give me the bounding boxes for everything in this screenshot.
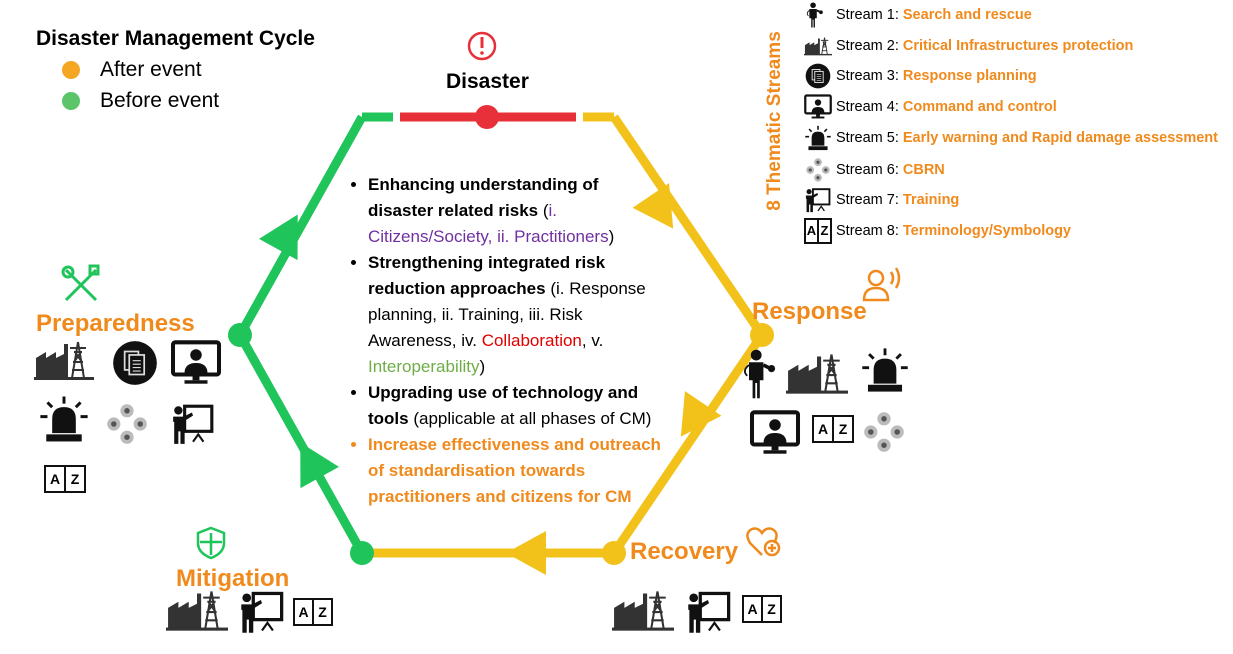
shield-icon [196,526,226,560]
stream-item: Stream 8: Terminology/Symbology [836,223,1071,239]
after-event-dot [62,61,80,79]
phase-response: Response [752,298,867,325]
legend-after-event: After event [62,58,202,82]
objective-2: Strengthening integrated risk reduction … [368,250,666,380]
objectives-list: Enhancing understanding of disaster rela… [336,172,666,510]
rescuer-icon [806,2,824,28]
documents-icon [112,340,158,386]
monitor-operator-icon [746,410,804,456]
legend-before-event: Before event [62,89,219,113]
training-icon [686,591,731,634]
stream-item: Stream 3: Response planning [836,68,1037,84]
objective-3: Upgrading use of technology and tools (a… [368,380,666,432]
stream-item: Stream 4: Command and control [836,99,1057,115]
alarm-light-icon [860,346,910,394]
monitor-operator-icon [804,94,832,120]
stream-item: Stream 1: Search and rescue [836,7,1032,23]
factory-icon [166,590,228,632]
phase-disaster: Disaster [446,70,529,93]
edge-lower-right [610,332,766,556]
factory-icon [34,341,94,380]
arrow-bottom [506,531,546,575]
arrow-upper-left [259,214,298,261]
node-preparedness [228,323,252,347]
cbrn-icon [806,158,830,182]
phase-recovery: Recovery [630,538,739,565]
arrow-upper-right [632,183,674,229]
person-speaking-icon [862,267,901,302]
cbrn-icon [107,404,147,444]
edge-upper-left [236,114,366,338]
legend-label: Before event [100,89,220,112]
stream-item: Stream 6: CBRN [836,162,945,178]
legend-label: After event [100,58,202,81]
phase-mitigation: Mitigation [176,565,290,592]
node-response [750,323,774,347]
node-disaster [475,105,499,129]
phase-preparedness: Preparedness [36,310,195,337]
factory-icon [612,590,674,632]
monitor-operator-icon [168,340,224,386]
documents-icon [805,63,831,89]
alarm-light-icon [804,125,832,151]
alert-icon [467,31,497,61]
node-mitigation [350,541,374,565]
factory-icon [804,36,832,56]
objective-4: Increase effectiveness and outreach of s… [368,432,666,510]
objective-1: Enhancing understanding of disaster rela… [368,172,666,250]
edge-upper-right [610,114,766,338]
stream-item: Stream 2: Critical Infrastructures prote… [836,38,1134,54]
training-icon [804,188,831,213]
tools-icon [61,264,100,302]
training-icon [171,404,214,446]
legend-title: Disaster Management Cycle [36,27,315,50]
before-event-dot [62,92,80,110]
node-recovery [602,541,626,565]
stream-item: Stream 5: Early warning and Rapid damage… [836,130,1218,146]
factory-icon [786,353,848,395]
heart-plus-icon [746,527,781,557]
alarm-light-icon [38,395,90,443]
stream-item: Stream 7: Training [836,192,960,208]
rescuer-icon [742,347,776,401]
arrow-lower-right [680,391,722,437]
streams-title: 8 Thematic Streams [764,31,785,211]
training-icon [239,591,284,634]
arrow-lower-left [300,442,339,489]
cbrn-icon [864,412,904,452]
